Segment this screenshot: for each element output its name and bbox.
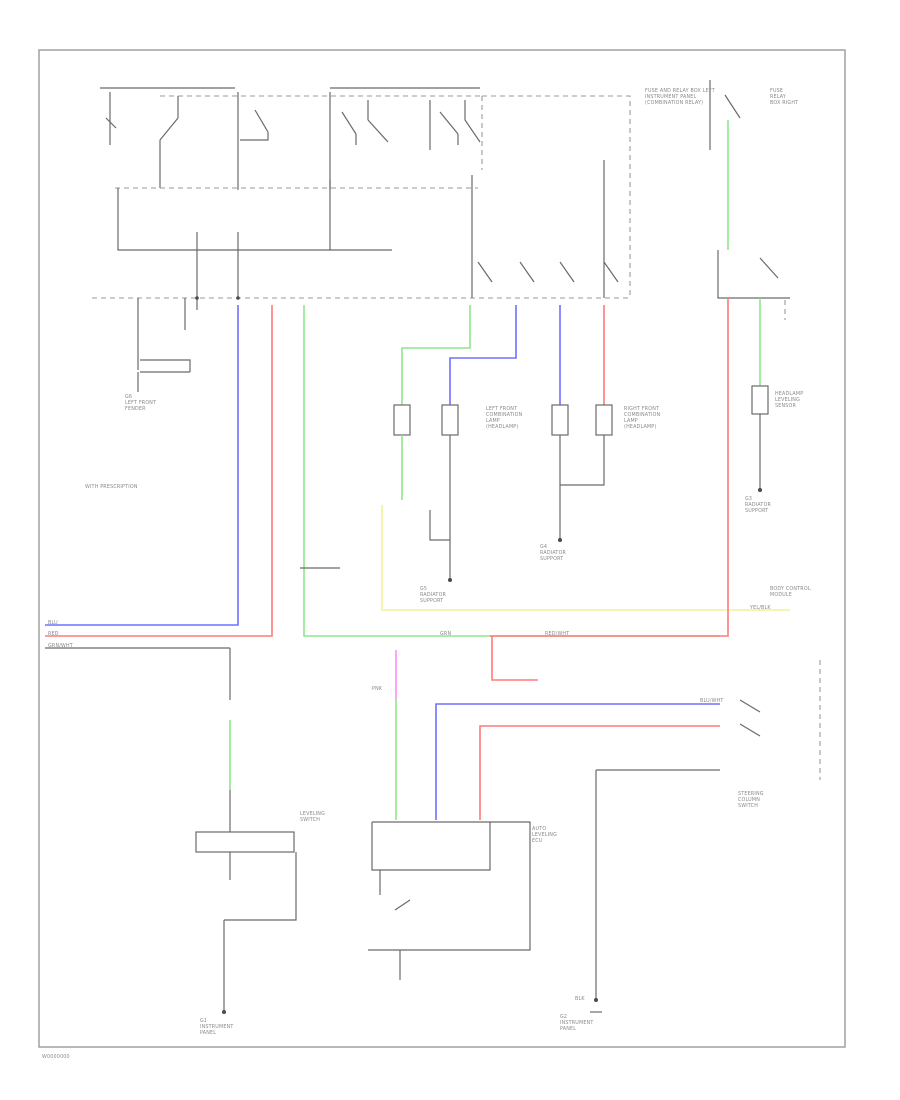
label-footer-code: W0000000: [42, 1054, 70, 1060]
wire-label-blu-mid: BLU/WHT: [700, 698, 724, 704]
wire-label-blu: BLU: [48, 620, 58, 626]
mid-harness: [395, 636, 821, 1000]
wire-red-left: [45, 305, 273, 637]
wire-label-grn: GRN/WHT: [48, 643, 73, 649]
headlamp-section: [300, 305, 790, 611]
fuse-relay-block: [92, 87, 631, 299]
wire-label-pnk: PNK: [372, 686, 383, 692]
connector-row: [137, 296, 240, 392]
wire-label-red-mid: RED/WHT: [545, 631, 569, 637]
wire-blue-left: [45, 305, 239, 626]
diagram-frame: [38, 49, 846, 1048]
wire-labels: BLU RED GRN/WHT YEL/BLK GRN RED/WHT PNK …: [48, 605, 771, 1002]
wire-label-yel: YEL/BLK: [749, 605, 771, 611]
right-fuse-section: [490, 80, 790, 637]
wire-green-left: [303, 305, 720, 637]
label-note: WITH PRESCRIPTION: [85, 484, 138, 490]
wire-label-blk: BLK: [575, 996, 585, 1002]
wire-label-grn-mid: GRN: [440, 631, 451, 637]
bottom-left-module: [195, 648, 297, 1014]
wire-label-red: RED: [48, 631, 59, 637]
bottom-center-module: [368, 821, 602, 1013]
